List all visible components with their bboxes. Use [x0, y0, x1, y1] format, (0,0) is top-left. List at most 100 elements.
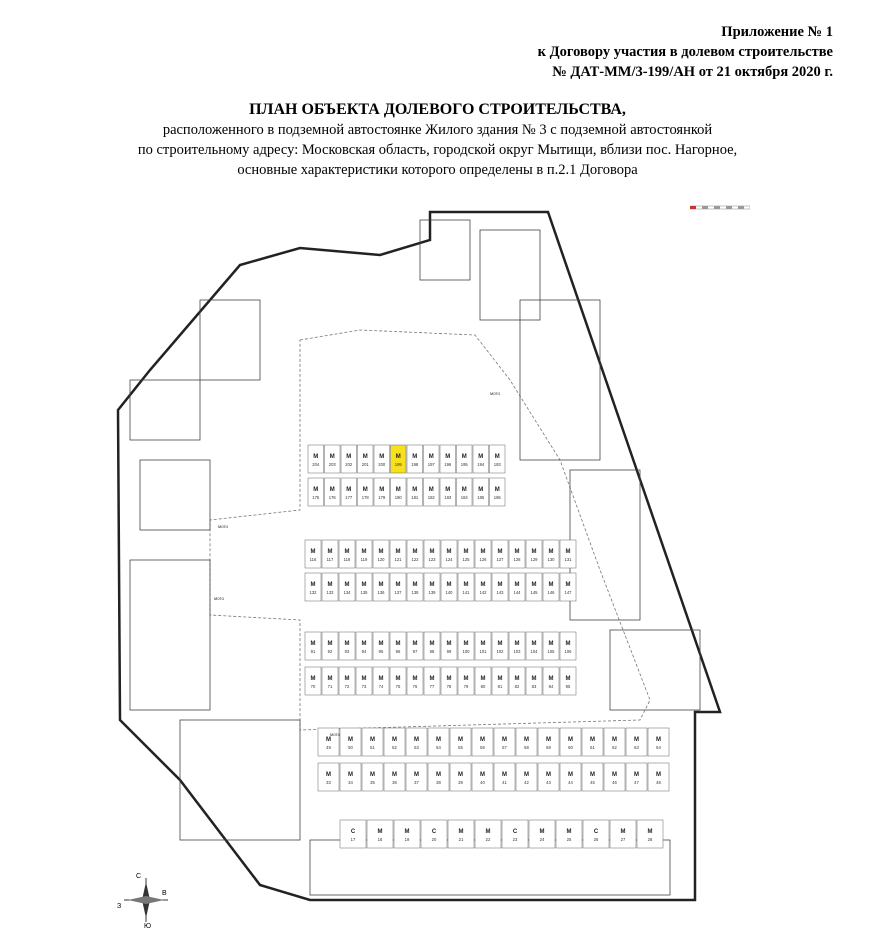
parking-space-number: 33 [326, 780, 331, 785]
parking-space-number: 38 [436, 780, 441, 785]
parking-space-number: 21 [459, 837, 464, 842]
parking-space-number: 92 [328, 649, 333, 654]
compass-east: В [162, 890, 167, 897]
parking-space-number: 180 [395, 495, 403, 500]
parking-space-number: 202 [345, 462, 353, 467]
parking-space [340, 477, 357, 507]
parking-space [559, 539, 577, 569]
parking-space-number: 145 [531, 590, 539, 595]
parking-space-type: М [566, 549, 571, 555]
parking-space-type: М [330, 487, 335, 493]
parking-space-number: 137 [395, 590, 403, 595]
parking-space-type: М [532, 641, 537, 647]
parking-space-type: М [447, 549, 452, 555]
parking-space-number: 46 [612, 780, 617, 785]
parking-space-number: 98 [430, 649, 435, 654]
parking-space-type: М [447, 641, 452, 647]
parking-space-type: М [481, 582, 486, 588]
parking-space-number: 36 [392, 780, 397, 785]
parking-space-number: 91 [311, 649, 316, 654]
parking-space-type: М [464, 582, 469, 588]
parking-space-number: 43 [546, 780, 551, 785]
parking-space-number: 201 [362, 462, 370, 467]
parking-space-number: 35 [370, 780, 375, 785]
parking-space [357, 477, 374, 507]
parking-space-number: 93 [345, 649, 350, 654]
parking-space-type: М [345, 549, 350, 555]
parking-space-type: М [396, 641, 401, 647]
parking-space-type: М [478, 454, 483, 460]
parking-space [559, 666, 577, 696]
parking-space-number: 83 [532, 684, 537, 689]
parking-space [449, 762, 472, 792]
parking-space-type: М [566, 582, 571, 588]
parking-space-number: 140 [446, 590, 454, 595]
parking-space-number: 178 [362, 495, 370, 500]
parking-space [472, 477, 489, 507]
parking-space-type: М [445, 454, 450, 460]
parking-space [508, 666, 526, 696]
parking-space-number: 56 [480, 745, 485, 750]
parking-space-number: 181 [411, 495, 419, 500]
parking-space-type: М [462, 454, 467, 460]
parking-space-number: 129 [531, 557, 539, 562]
scale-bar [690, 205, 750, 210]
parking-space-number: 132 [310, 590, 318, 595]
parking-space-type: М [379, 454, 384, 460]
parking-space [307, 477, 324, 507]
parking-space-number: 198 [411, 462, 419, 467]
parking-space-type: М [396, 549, 401, 555]
parking-space-type: М [412, 487, 417, 493]
title-line-2: расположенного в подземной автостоянке Ж… [162, 122, 713, 138]
parking-space [472, 444, 489, 474]
parking-space [537, 762, 560, 792]
parking-space-type: М [568, 772, 573, 778]
parking-space [603, 762, 626, 792]
parking-space [636, 819, 664, 849]
parking-space-type: М [430, 582, 435, 588]
parking-space [340, 444, 357, 474]
parking-space [317, 727, 340, 757]
parking-space [471, 762, 494, 792]
parking-space-type: М [498, 676, 503, 682]
parking-space-number: 133 [327, 590, 335, 595]
parking-space [525, 572, 543, 602]
parking-space [304, 539, 322, 569]
parking-space [525, 631, 543, 661]
parking-space-number: 73 [362, 684, 367, 689]
parking-space-type: М [379, 641, 384, 647]
driving-area-outline [209, 329, 651, 731]
parking-space-number: 134 [344, 590, 352, 595]
parking-space [406, 477, 423, 507]
parking-space-number: 48 [656, 780, 661, 785]
parking-space-number: 71 [328, 684, 333, 689]
parking-space [647, 727, 670, 757]
parking-space-type: М [532, 549, 537, 555]
compass [124, 878, 168, 922]
parking-space-number: 121 [395, 557, 403, 562]
parking-space [361, 762, 384, 792]
parking-space [474, 572, 492, 602]
parking-space-type: М [621, 829, 626, 835]
parking-space-number: 22 [486, 837, 491, 842]
parking-space [373, 477, 390, 507]
parking-space [559, 572, 577, 602]
parking-space [457, 539, 475, 569]
parking-space [393, 819, 421, 849]
parking-space-type: М [458, 772, 463, 778]
parking-space-type: М [464, 641, 469, 647]
parking-space-number: 186 [494, 495, 502, 500]
parking-space-number: 82 [515, 684, 520, 689]
parking-space-type: М [464, 549, 469, 555]
parking-space-type: М [328, 582, 333, 588]
parking-space-number: 40 [480, 780, 485, 785]
parking-space [508, 572, 526, 602]
parking-space-number: 102 [497, 649, 505, 654]
parking-space [625, 762, 648, 792]
parking-space [493, 727, 516, 757]
parking-space-number: 57 [502, 745, 507, 750]
parking-space [373, 444, 390, 474]
parking-space-type: М [495, 454, 500, 460]
parking-space [383, 762, 406, 792]
parking-space [439, 477, 456, 507]
